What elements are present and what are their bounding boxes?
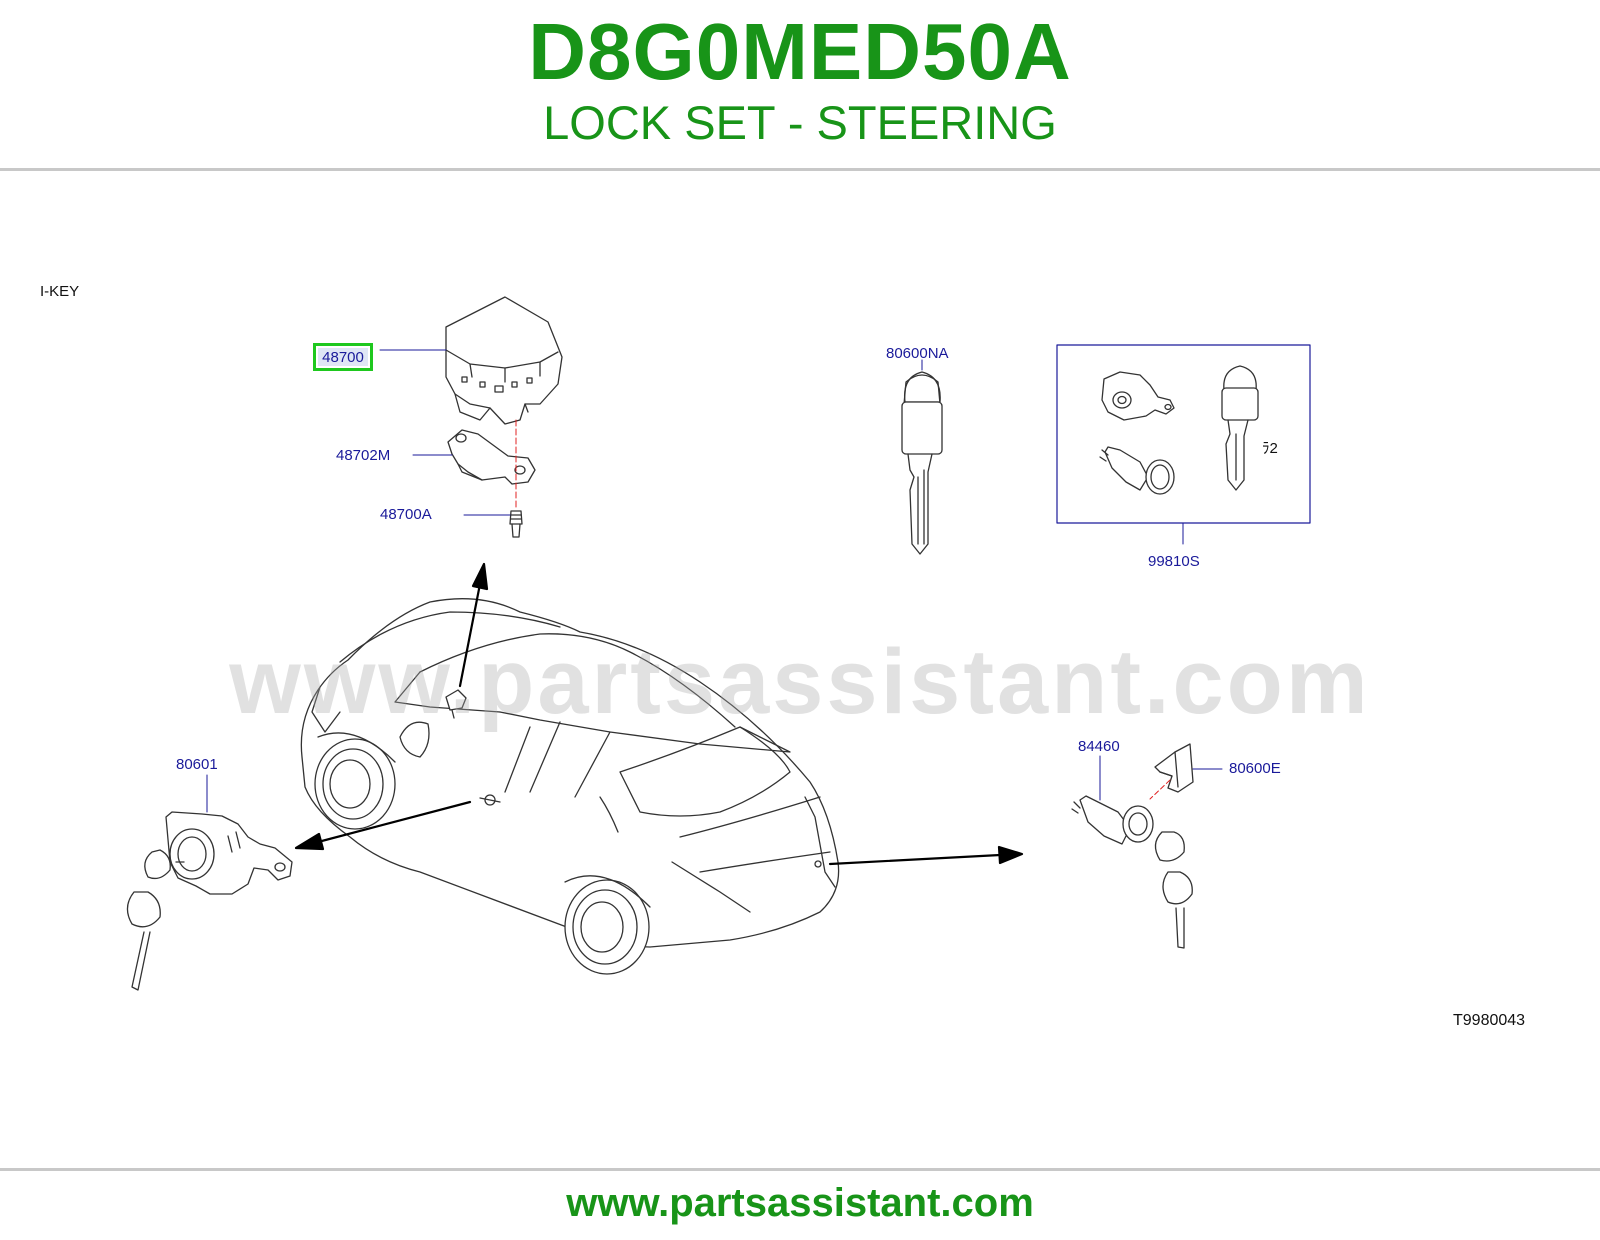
- watermark: www.partsassistant.com: [229, 631, 1371, 733]
- part-label-48700A[interactable]: 48700A: [380, 506, 432, 523]
- trunk-bracket-drawing: [1154, 743, 1194, 793]
- door-lock-drawing: [126, 811, 293, 991]
- part-label-80601[interactable]: 80601: [176, 756, 218, 773]
- part-label-99810S[interactable]: 99810S: [1148, 553, 1200, 570]
- part-label-84460[interactable]: 84460: [1078, 738, 1120, 755]
- kit-key-note: ﾗ2: [1262, 440, 1278, 457]
- kit-key-drawing: [1221, 365, 1259, 491]
- diagram-drawing: [126, 296, 1311, 991]
- kit-box: [1056, 344, 1311, 524]
- part-label-80600E[interactable]: 80600E: [1229, 760, 1281, 777]
- header-divider: [0, 168, 1600, 171]
- part-label-48700[interactable]: 48700: [313, 343, 373, 371]
- shear-bolt-drawing: [509, 510, 523, 538]
- kit-door-lock-drawing: [1101, 371, 1175, 421]
- footer-link[interactable]: www.partsassistant.com: [566, 1181, 1034, 1225]
- key-blank-drawing: [901, 371, 943, 555]
- steering-lock-drawing: [445, 296, 563, 425]
- kit-cylinder-drawing: [1099, 446, 1175, 495]
- location-arrows: [294, 562, 1024, 866]
- variant-note: I-KEY: [40, 283, 80, 300]
- diagram-code: D8G0MED50A: [528, 7, 1072, 96]
- vehicle-drawing: [300, 598, 840, 975]
- diagram-title: LOCK SET - STEERING: [543, 96, 1057, 149]
- figure-code: T9980043: [1453, 1012, 1526, 1029]
- highlight-fill: [318, 348, 368, 366]
- part-label-80600NA[interactable]: 80600NA: [886, 345, 949, 362]
- part-label-48702M[interactable]: 48702M: [336, 447, 391, 464]
- page-header: D8G0MED50A LOCK SET - STEERING: [0, 0, 1600, 170]
- parts-diagram: www.partsassistant.com I-KEY 48700 48702…: [0, 172, 1600, 1166]
- lock-bracket-drawing: [447, 429, 536, 485]
- trunk-cylinder-drawing: [1071, 795, 1193, 949]
- footer-divider: [0, 1168, 1600, 1171]
- part-label-48700-text: 48700: [322, 349, 364, 366]
